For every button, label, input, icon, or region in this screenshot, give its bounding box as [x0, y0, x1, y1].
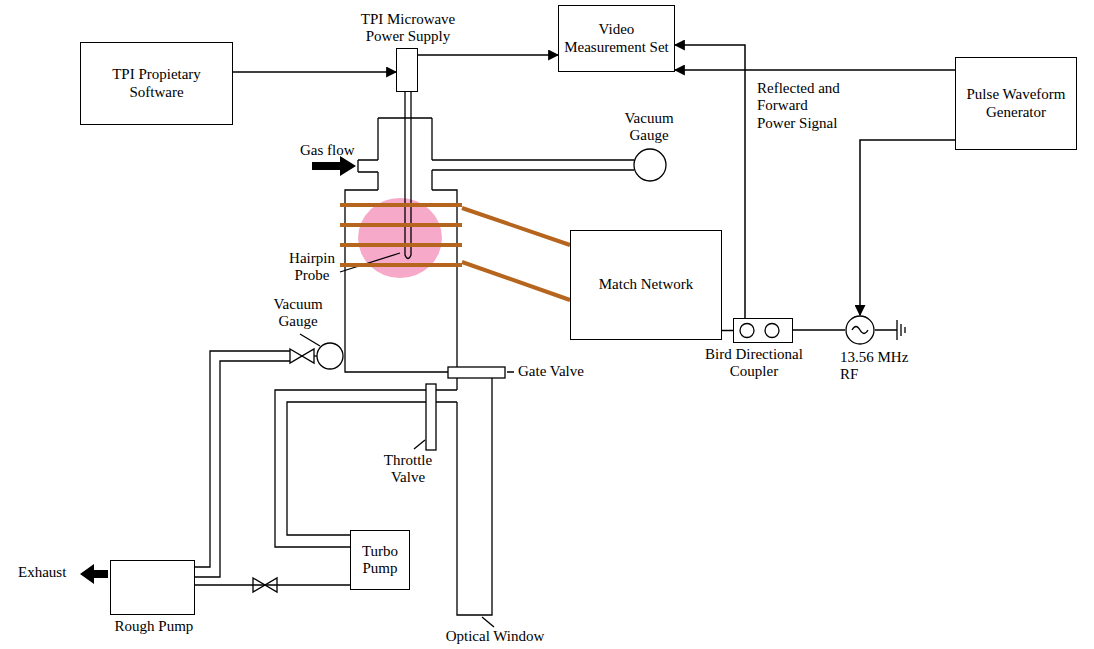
connector-line [722, 330, 733, 332]
throttle-valve-symbol [426, 384, 436, 450]
hairpin-probe [405, 92, 411, 259]
connector-line [418, 54, 558, 56]
connector-line [675, 69, 955, 71]
generator-box: Pulse Waveform Generator [955, 57, 1077, 150]
roughing-pipe [195, 351, 290, 577]
part-label: Exhaust [18, 564, 88, 581]
coupler-port [765, 324, 779, 338]
part-label: Reflected and Forward Power Signal [757, 80, 847, 132]
rf-source: 13.56 MHz RF [845, 315, 875, 345]
part-label: Throttle Valve [378, 452, 438, 487]
vacuum-gauge-symbol [317, 343, 343, 369]
connector-line [195, 584, 350, 586]
ground-symbol [875, 320, 905, 340]
gas-flow-arrow [312, 156, 356, 176]
coupler-box: Bird Directional Coupler [733, 318, 793, 343]
leader-line [300, 253, 514, 627]
part-label: Optical Window [440, 628, 550, 645]
match-network-box: Match Network [570, 230, 722, 340]
coupler-symbol [734, 319, 792, 342]
connector-line [793, 329, 845, 331]
node-text: TPI Microwave Power Supply [353, 11, 463, 46]
source-circle [846, 316, 874, 344]
pump-box: Rough Pump [110, 560, 195, 615]
node-text: Video Measurement Set [564, 21, 669, 56]
node-text: TPI Propietary Software [86, 66, 227, 101]
valve-symbol [290, 349, 314, 363]
measurement-box: Video Measurement Set [558, 5, 675, 72]
power-supply-box: TPI Microwave Power Supply [396, 48, 418, 92]
node-text: 13.56 MHz RF [840, 349, 920, 384]
part-label: Vacuum Gauge [268, 296, 328, 331]
part-label: Hairpin Probe [283, 250, 341, 285]
vacuum-gauge-symbol [634, 149, 666, 181]
chamber-neck [378, 118, 432, 190]
node-text: Bird Directional Coupler [704, 346, 804, 381]
part-label: Gas flow [300, 142, 370, 159]
gate-valve-symbol [448, 367, 505, 378]
chamber-outline [195, 92, 905, 627]
coil-leads [462, 208, 570, 300]
node-text: Turbo Pump [356, 543, 404, 578]
sine-symbol [852, 327, 868, 334]
node-text: Rough Pump [99, 618, 209, 635]
coupler-port [740, 324, 754, 338]
connector-line [860, 140, 955, 315]
gauge-pipe [432, 160, 634, 170]
part-label: Vacuum Gauge [612, 110, 686, 145]
rf-coil [340, 205, 570, 300]
connector-line [233, 71, 396, 73]
gas-inlet [358, 160, 378, 172]
coil-turns [340, 205, 462, 265]
node-text: Pulse Waveform Generator [961, 86, 1071, 121]
exhaust-arrow [80, 564, 108, 584]
part-label: Gate Valve [518, 363, 608, 380]
node-text: Match Network [576, 276, 716, 293]
pump-box: Turbo Pump [350, 530, 410, 590]
software-box: TPI Propietary Software [80, 42, 233, 125]
ac-source-symbol [845, 315, 875, 345]
